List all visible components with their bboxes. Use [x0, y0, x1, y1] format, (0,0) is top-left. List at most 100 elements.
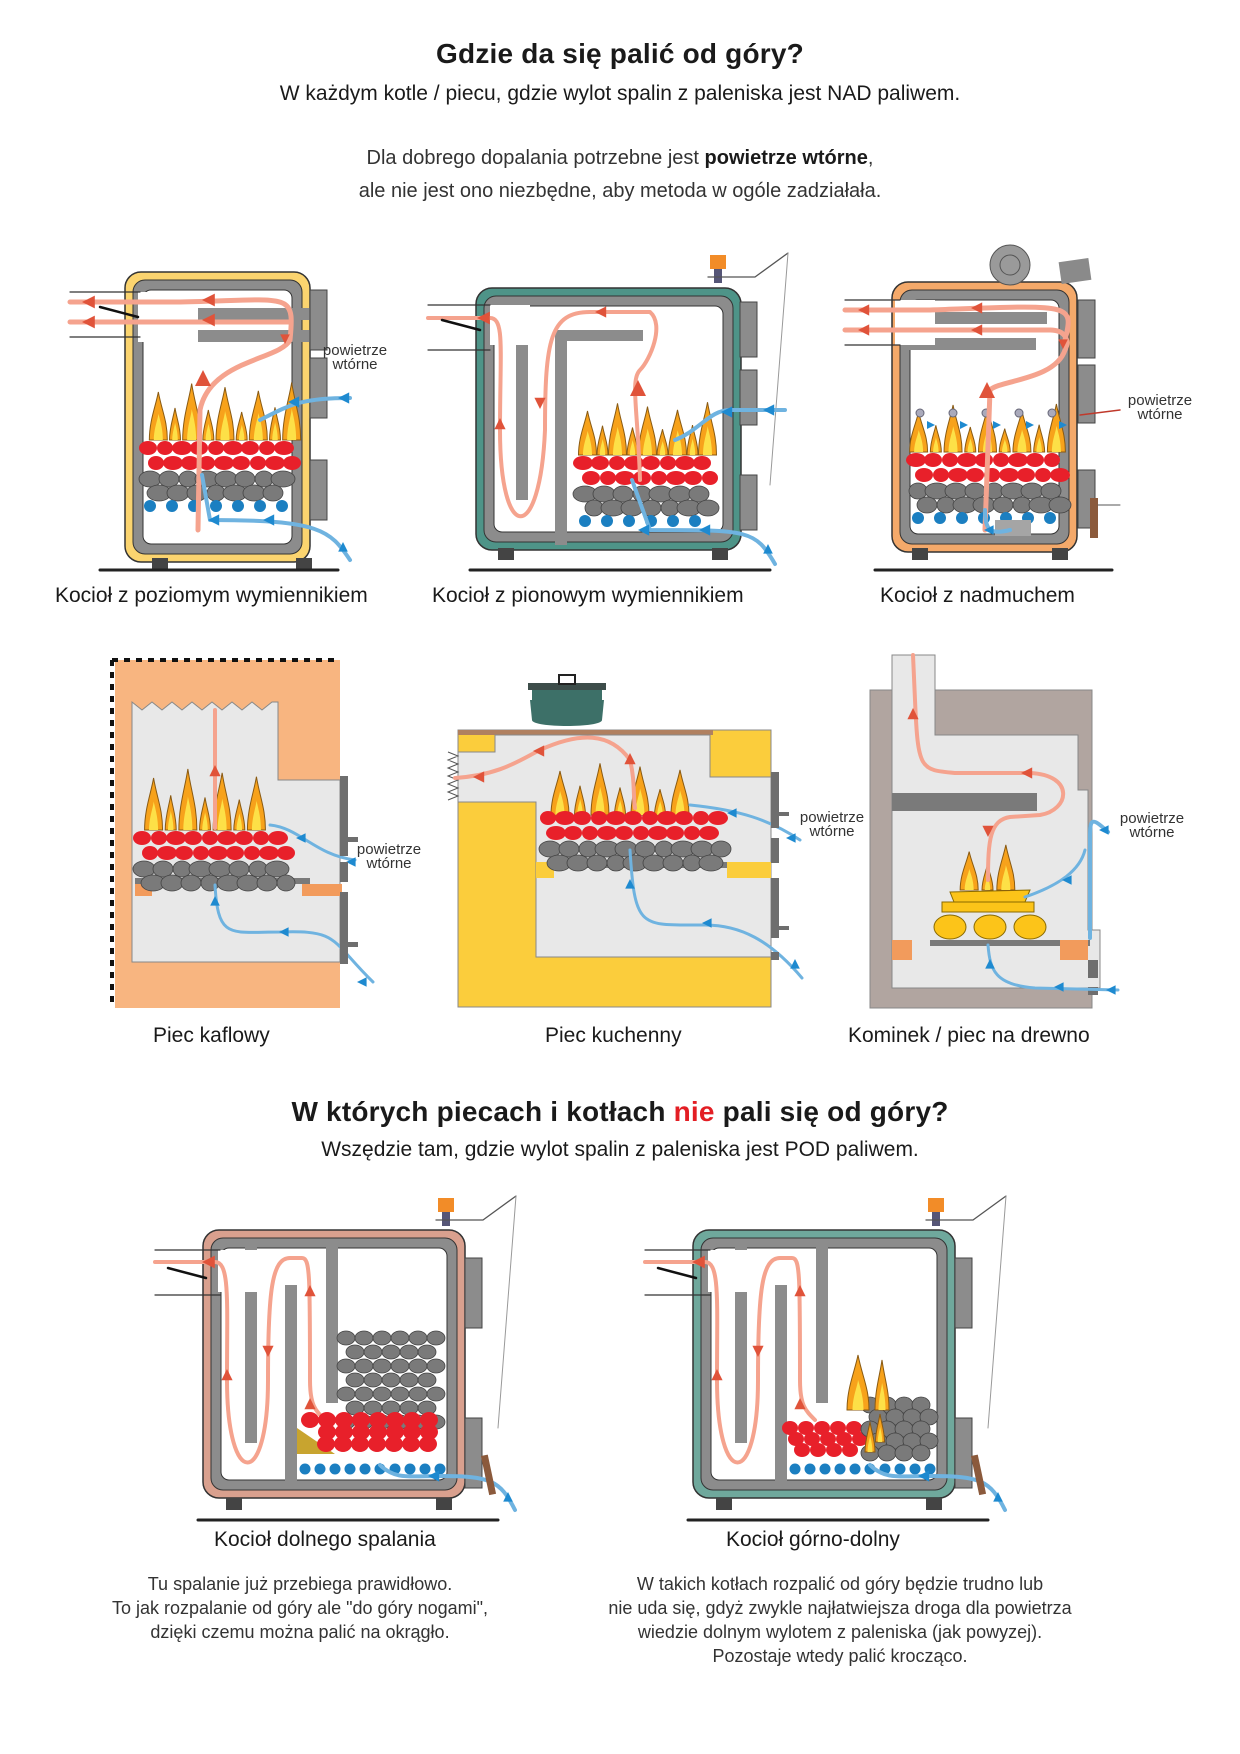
- caption-fan-boiler: Kocioł z nadmuchem: [880, 584, 1075, 607]
- arrow-head-icon: [638, 524, 650, 536]
- coal: [992, 496, 1014, 514]
- ember: [624, 811, 642, 825]
- ember: [259, 441, 275, 455]
- ember: [402, 1436, 420, 1452]
- heat-exchanger-baffle: [326, 1245, 338, 1403]
- boiler-door: [739, 369, 758, 426]
- flame-core: [172, 422, 178, 440]
- flue-gas-path: [67, 297, 294, 533]
- ember: [369, 1424, 387, 1440]
- ember: [277, 846, 295, 860]
- ember: [274, 441, 294, 455]
- coal: [262, 484, 284, 502]
- arrow-head-icon: [630, 380, 646, 396]
- arrow-head-icon: [210, 896, 220, 906]
- ember: [403, 1412, 421, 1428]
- ember: [600, 471, 616, 485]
- arrow-head-icon: [1099, 825, 1109, 835]
- coal: [911, 1444, 931, 1462]
- arrow-head-icon: [82, 315, 95, 329]
- nozzle-icon: [1014, 408, 1024, 418]
- pot-handle: [558, 674, 576, 685]
- arrow-head-icon: [1062, 875, 1072, 885]
- ember: [820, 1432, 836, 1446]
- ember: [651, 471, 667, 485]
- ember: [318, 1424, 336, 1440]
- coal: [1048, 496, 1072, 514]
- arrow-head-icon: [82, 295, 95, 309]
- grate-dot: [329, 1463, 341, 1475]
- grate-dot: [276, 500, 288, 512]
- arrow-head-icon: [858, 304, 870, 316]
- log-icon: [933, 914, 967, 940]
- caption-vertical-exchanger: Kocioł z pionowym wymiennikiem: [432, 584, 744, 607]
- title-text: W których piecach i kotłach: [291, 1096, 674, 1127]
- coal: [426, 1330, 446, 1346]
- door: [771, 772, 779, 828]
- coal: [381, 1372, 401, 1388]
- grate-dot: [834, 1463, 846, 1475]
- arrow-head-icon: [985, 959, 995, 969]
- door: [771, 878, 779, 938]
- grate-dot: [689, 515, 701, 527]
- door: [771, 838, 779, 863]
- ember: [657, 811, 677, 825]
- coal: [254, 470, 274, 488]
- arrow-head-icon: [296, 833, 306, 843]
- ember: [268, 831, 288, 845]
- ember: [957, 453, 977, 467]
- flame-core: [251, 800, 261, 830]
- blower-fan-icon: [989, 244, 1031, 286]
- air-duct: [1088, 819, 1110, 940]
- flame-core: [599, 438, 606, 455]
- section2-title: W których piecach i kotłach nie pali się…: [0, 1096, 1240, 1128]
- ember: [633, 471, 651, 485]
- boiler-foot: [226, 1498, 242, 1510]
- ember: [573, 811, 591, 825]
- flame-core: [878, 1382, 886, 1410]
- coal: [158, 470, 180, 488]
- ember: [403, 1424, 421, 1440]
- ember: [615, 826, 633, 840]
- section1-note: Dla dobrego dopalania potrzebne jest pow…: [0, 142, 1240, 208]
- ember: [666, 826, 684, 840]
- coal: [248, 860, 268, 878]
- flame-core: [852, 1379, 864, 1410]
- thermostat-stem: [932, 1212, 940, 1226]
- coal: [363, 1372, 383, 1388]
- grate-support: [302, 884, 342, 896]
- arrow-head-icon: [338, 542, 348, 552]
- coal: [426, 1386, 446, 1402]
- ember: [993, 453, 1009, 467]
- flame-core: [629, 439, 636, 455]
- coal: [242, 484, 266, 502]
- flame-core: [1051, 425, 1061, 452]
- description-updown: W takich kotłach rozpalić od góry będzie…: [570, 1572, 1110, 1668]
- arrow-head-icon: [794, 1398, 806, 1410]
- caption-updown-boiler: Kocioł górno-dolny: [726, 1528, 900, 1551]
- ember: [852, 1432, 868, 1446]
- flame-core: [914, 430, 924, 452]
- coal: [152, 860, 174, 878]
- ember: [253, 831, 269, 845]
- coal: [682, 854, 702, 872]
- ember: [351, 1436, 369, 1452]
- flame-core: [675, 790, 685, 815]
- heat-exchanger-baffle: [735, 1245, 747, 1443]
- flame-core: [287, 408, 297, 440]
- coal: [614, 840, 638, 858]
- secondary-air-label: wtórne: [331, 356, 377, 373]
- ember: [181, 456, 199, 470]
- arrow-head-icon: [221, 1369, 233, 1381]
- flue-damper-icon: [98, 305, 140, 319]
- coal: [586, 854, 608, 872]
- boiler-foot: [436, 1498, 452, 1510]
- arrow-head-icon: [794, 1285, 806, 1297]
- ember: [223, 441, 243, 455]
- boiler-foot: [716, 1498, 732, 1510]
- heat-exchanger-baffle: [182, 330, 312, 342]
- coal: [206, 484, 226, 502]
- grate-dot: [579, 515, 591, 527]
- door: [340, 892, 348, 964]
- coal: [363, 1344, 383, 1360]
